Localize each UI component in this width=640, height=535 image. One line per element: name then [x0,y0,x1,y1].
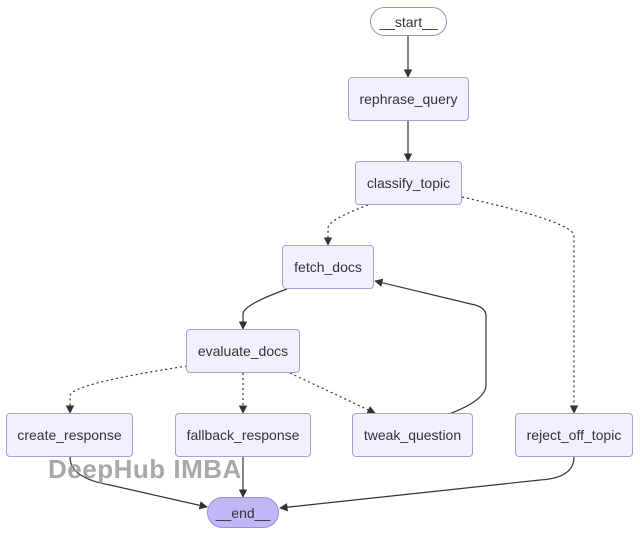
fallback-response-node[interactable]: fallback_response [175,413,311,457]
rephrase-query-node[interactable]: rephrase_query [348,77,469,121]
edge-tweak-question-to-fetch-docs [374,278,487,415]
watermark: DeepHub IMBA [48,454,242,484]
reject-off-topic-node[interactable]: reject_off_topic [515,413,633,457]
edge-classify-topic-to-reject-off-topic [461,196,579,414]
start-node[interactable]: __start__ [370,7,447,36]
evaluate-docs-node[interactable]: evaluate_docs [186,329,300,373]
edge-evaluate-docs-to-tweak-question [289,372,376,414]
classify-topic-node[interactable]: classify_topic [355,161,462,205]
edge-reject-off-topic-to-end [279,456,575,512]
end-node[interactable]: __end__ [207,497,279,528]
fetch-docs-node[interactable]: fetch_docs [282,245,374,289]
create-response-node[interactable]: create_response [6,413,133,457]
edge-evaluate-docs-to-create-response [65,365,188,414]
edge-fetch-docs-to-evaluate-docs [238,288,288,330]
edge-classify-topic-to-fetch-docs [323,204,369,246]
tweak-question-node[interactable]: tweak_question [352,413,473,457]
edge-create-response-to-end [69,456,208,510]
